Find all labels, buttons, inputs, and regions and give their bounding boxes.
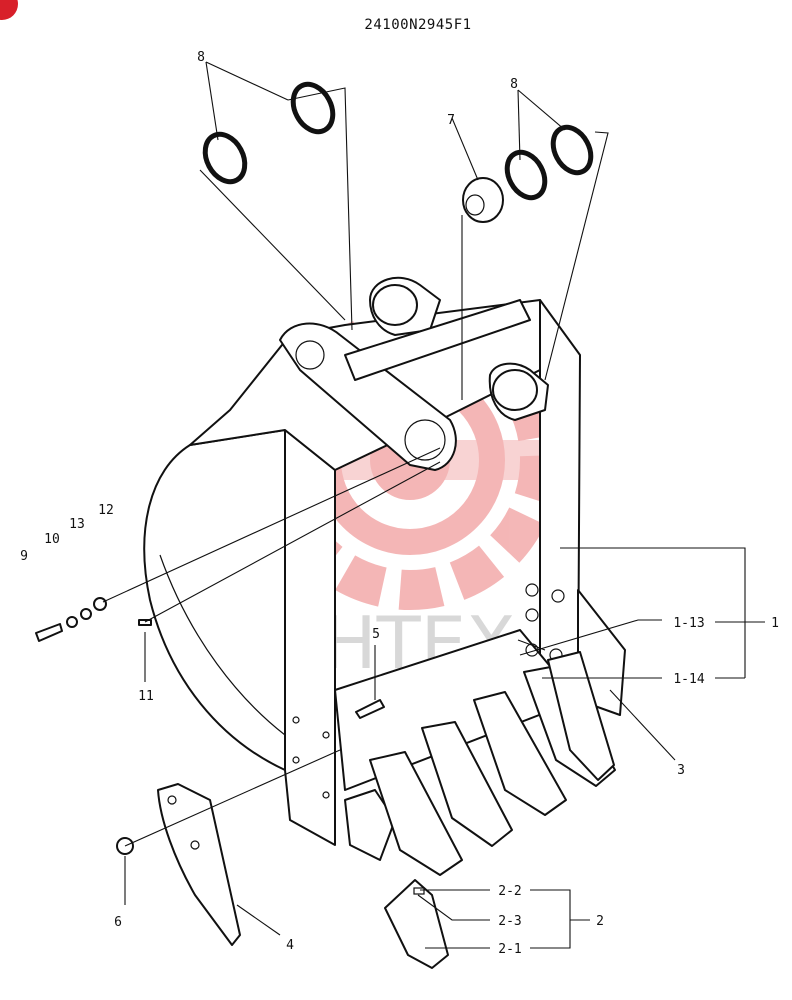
- tooth-3: [421, 721, 513, 847]
- washer-10: [66, 616, 78, 628]
- callout-8-left: 8: [197, 50, 205, 65]
- bucket-body: [143, 276, 626, 846]
- tooth-1: [344, 789, 396, 861]
- callout-13: 13: [69, 517, 85, 532]
- bolt-9: [35, 623, 63, 642]
- callout-2-3: 2-3: [498, 914, 521, 929]
- drawing-number: 24100N2945F1: [364, 17, 471, 33]
- o-ring-8-right-a: [504, 149, 548, 201]
- nut-12: [93, 597, 107, 611]
- callout-11: 11: [138, 689, 154, 704]
- callout-2-2: 2-2: [498, 884, 521, 899]
- bucket-teeth: [344, 651, 616, 876]
- callout-2-1: 2-1: [498, 942, 521, 957]
- o-ring-8-right-b: [550, 124, 594, 176]
- callouts: 8 8 7 12 13 10 9 11 5 1 1-13 1-14 3 6 4 …: [20, 50, 779, 957]
- tooth-2: [369, 751, 463, 876]
- small-hardware: [35, 597, 449, 969]
- tooth-6: [547, 651, 615, 781]
- callout-5: 5: [372, 627, 380, 642]
- callout-7: 7: [447, 113, 455, 128]
- callout-4: 4: [286, 938, 294, 953]
- callout-1: 1: [771, 616, 779, 631]
- callout-3: 3: [677, 763, 685, 778]
- callout-6: 6: [114, 915, 122, 930]
- callout-8-right: 8: [510, 77, 518, 92]
- callout-9: 9: [20, 549, 28, 564]
- callout-12: 12: [98, 503, 114, 518]
- pin-rings: [202, 81, 594, 223]
- pin-11: [138, 619, 152, 626]
- leader-lines: [102, 61, 765, 949]
- callout-1-14: 1-14: [673, 672, 704, 687]
- tooth-detail-2: [384, 879, 449, 969]
- o-ring-8-left-a: [202, 131, 248, 185]
- callout-2: 2: [596, 914, 604, 929]
- nut-13: [80, 608, 92, 620]
- tooth-4: [473, 691, 567, 816]
- side-protector-4: [157, 783, 241, 946]
- bolt-5: [355, 699, 385, 719]
- callout-1-13: 1-13: [673, 616, 704, 631]
- corner-badge: [0, 0, 18, 20]
- o-ring-8-left-b: [290, 81, 336, 135]
- callout-10: 10: [44, 532, 60, 547]
